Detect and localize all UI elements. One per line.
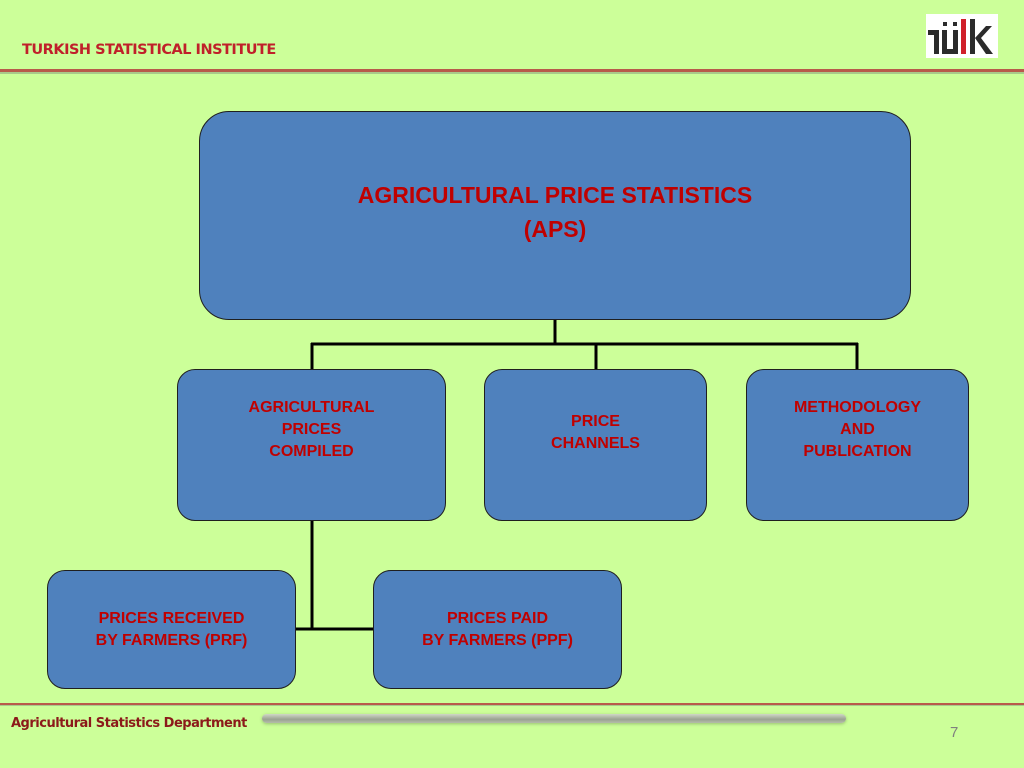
node-methodology-and-publication: METHODOLOGY AND PUBLICATION <box>746 369 969 521</box>
footer-divider-shadow <box>0 705 1024 706</box>
node-agricultural-prices-compiled: AGRICULTURAL PRICES COMPILED <box>177 369 446 521</box>
node-prices-paid-by-farmers: PRICES PAID BY FARMERS (PPF) <box>373 570 622 689</box>
footer-decorative-bar <box>262 714 846 723</box>
tuik-logo <box>926 14 998 58</box>
node-label: PRICES RECEIVED BY FARMERS (PRF) <box>95 609 248 649</box>
node-label: PRICES PAID BY FARMERS (PPF) <box>422 609 573 649</box>
node-prices-received-by-farmers: PRICES RECEIVED BY FARMERS (PRF) <box>47 570 296 689</box>
root-node-label: AGRICULTURAL PRICE STATISTICS (APS) <box>357 181 753 242</box>
header-divider-shadow <box>0 72 1024 74</box>
node-label: PRICE CHANNELS <box>551 413 640 452</box>
tuik-logo-icon <box>928 19 993 54</box>
node-price-channels: PRICE CHANNELS <box>484 369 707 521</box>
header-divider <box>0 69 1024 72</box>
root-node-aps: AGRICULTURAL PRICE STATISTICS (APS) <box>199 111 911 320</box>
node-label: METHODOLOGY AND PUBLICATION <box>793 399 922 460</box>
page-number: 7 <box>950 724 959 741</box>
page-header-title: TURKISH STATISTICAL INSTITUTE <box>22 42 276 58</box>
footer-divider <box>0 703 1024 705</box>
footer-department: Agricultural Statistics Department <box>11 716 247 731</box>
node-label: AGRICULTURAL PRICES COMPILED <box>248 399 375 460</box>
